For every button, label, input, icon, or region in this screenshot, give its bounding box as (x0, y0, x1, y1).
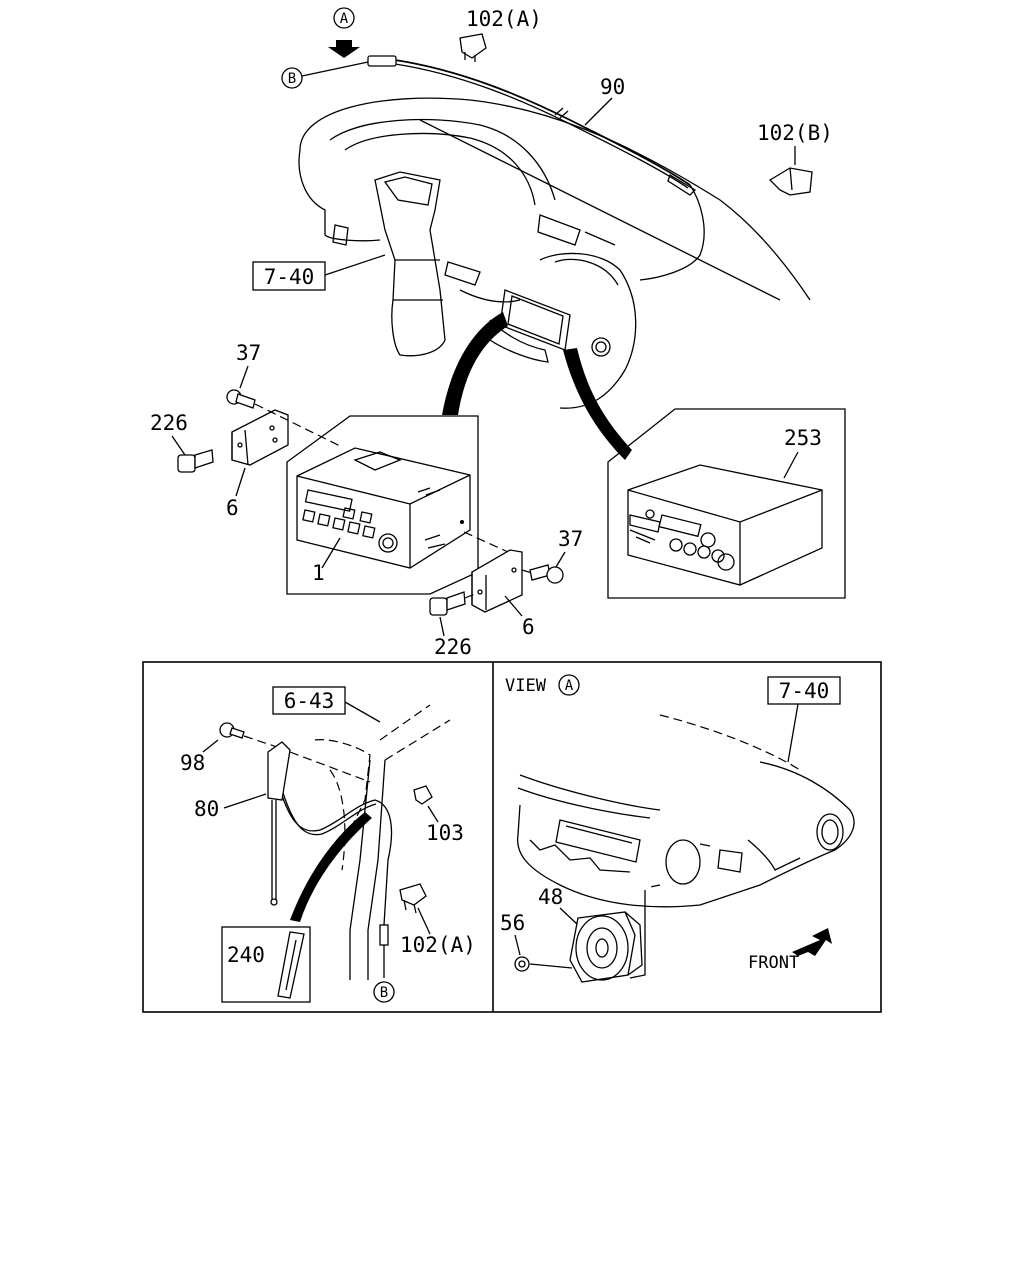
antenna-cable-90 (367, 55, 705, 281)
ref-6-43: 6-43 (284, 689, 335, 713)
label-6-left: 6 (226, 496, 239, 520)
ref-b-inset: B (380, 985, 388, 1001)
label-253: 253 (784, 426, 822, 450)
label-226-bottom: 226 (434, 635, 472, 659)
label-37-left: 37 (236, 341, 261, 365)
pointer-to-radio-253 (563, 348, 632, 460)
ref-7-40-inset: 7-40 (779, 679, 830, 703)
label-48: 48 (538, 885, 563, 909)
view-a-arrow: A (328, 7, 360, 58)
bracket-102b: 102(B) (757, 121, 833, 196)
pointer-to-radio-1 (442, 312, 508, 415)
label-80: 80 (194, 797, 219, 821)
clip-102a-top: 102(A) (459, 7, 542, 62)
view-marker: A (565, 678, 574, 694)
label-102a-inset: 102(A) (400, 933, 476, 957)
label-102b: 102(B) (757, 121, 833, 145)
ref-b-top-label: B (288, 71, 296, 87)
left-bracket-hardware: 37 226 6 (150, 341, 341, 520)
ref-7-40-top: 7-40 (252, 254, 386, 291)
label-102a-top: 102(A) (466, 7, 542, 31)
label-103: 103 (426, 821, 464, 845)
label-240: 240 (227, 943, 265, 967)
label-37-right: 37 (558, 527, 583, 551)
dashboard-assembly (298, 97, 811, 409)
lower-panel-frame (142, 661, 882, 1013)
view-a-marker: A (340, 11, 349, 27)
ref-b-top: B (281, 61, 369, 89)
label-6-right: 6 (522, 615, 535, 639)
label-98: 98 (180, 751, 205, 775)
radio-1-box: 1 (286, 415, 479, 595)
right-bracket-hardware: 37 226 6 (429, 527, 583, 659)
label-226-left: 226 (150, 411, 188, 435)
label-1: 1 (312, 561, 325, 585)
ref-7-40-top-label: 7-40 (264, 265, 315, 289)
view-label: VIEW (505, 676, 547, 696)
front-label: FRONT (748, 953, 799, 973)
inset-right-view-a: VIEW A 7-40 48 56 (500, 674, 855, 983)
label-56: 56 (500, 911, 525, 935)
radio-253-box: 253 (607, 408, 846, 599)
inset-left-antenna: 6-43 98 80 103 102(A) (180, 686, 476, 1003)
label-90: 90 (600, 75, 625, 99)
